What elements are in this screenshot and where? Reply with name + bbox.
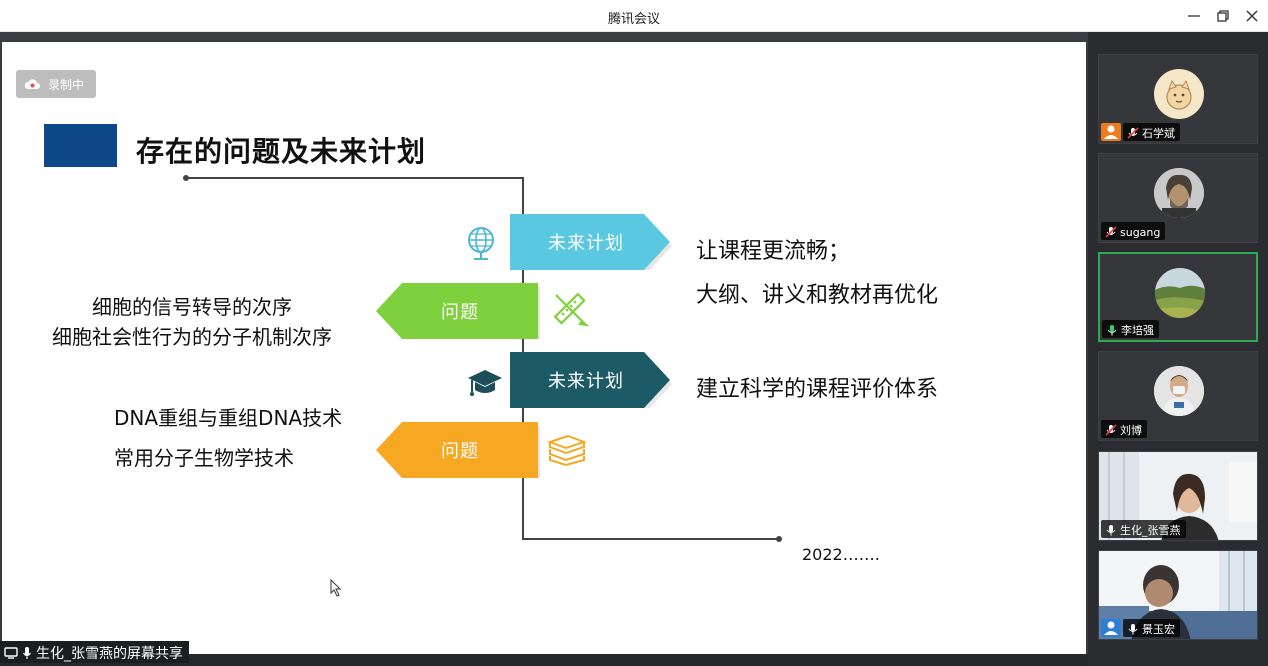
restore-icon[interactable]	[1213, 6, 1233, 26]
presentation-slide: 录制中 存在的问题及未来计划 未来计划 让课程更流畅； 大纲、讲义和教材再优化	[2, 42, 1086, 654]
microphone-icon	[23, 647, 31, 659]
step-1-plan-arrow: 未来计划	[510, 214, 674, 270]
microphone-icon	[1128, 624, 1138, 635]
step-4-description: DNA重组与重组DNA技术 常用分子生物学技术	[114, 406, 343, 470]
screen-share-text: 生化_张雪燕的屏幕共享	[36, 646, 183, 662]
step-3-label: 未来计划	[548, 371, 624, 392]
ruler-pencil-icon	[553, 292, 590, 327]
landscape-avatar	[1155, 268, 1205, 318]
participant-tile[interactable]: 生化_张雪燕	[1098, 451, 1258, 541]
minimize-icon[interactable]	[1184, 6, 1204, 26]
window-titlebar: 腾讯会议	[0, 0, 1268, 32]
title-accent-block	[44, 124, 117, 167]
step-1-description: 让课程更流畅； 大纲、讲义和教材再优化	[696, 239, 939, 308]
participant-name-tag: 景玉宏	[1123, 619, 1180, 637]
step-2-label: 问题	[441, 302, 479, 323]
participant-tile[interactable]: sugang	[1098, 153, 1258, 243]
photo-avatar	[1154, 366, 1204, 416]
mic-muted-icon	[1105, 424, 1117, 436]
cartoon-avatar	[1154, 69, 1204, 119]
step-4-label: 问题	[441, 441, 479, 462]
participant-tile[interactable]: 刘博	[1098, 351, 1258, 441]
user-icon	[1104, 621, 1118, 635]
host-badge	[1101, 123, 1121, 141]
step-1-label: 未来计划	[548, 233, 624, 254]
mic-muted-icon	[1105, 226, 1117, 238]
screen-share-icon	[4, 647, 18, 659]
screen-share-label: 生化_张雪燕的屏幕共享	[0, 641, 189, 663]
participant-sidebar: 石学斌 sugang 李培强 刘博	[1088, 32, 1268, 666]
step-3-description: 建立科学的课程评价体系	[696, 377, 939, 402]
participant-name-tag: 石学斌	[1123, 123, 1180, 141]
mic-muted-icon	[1127, 127, 1139, 139]
recording-badge[interactable]: 录制中	[16, 70, 96, 98]
cloud-record-icon	[24, 79, 40, 89]
step-2-description: 细胞的信号转导的次序 细胞社会性行为的分子机制次序	[52, 295, 332, 349]
participant-name-tag: 李培强	[1102, 320, 1159, 338]
window-title: 腾讯会议	[607, 12, 660, 27]
recording-label: 录制中	[48, 78, 85, 92]
participant-tile[interactable]: 李培强	[1098, 252, 1258, 342]
mouse-cursor-icon	[330, 579, 342, 597]
timeline-year: 2022…….	[802, 545, 880, 564]
user-icon	[1104, 125, 1118, 139]
photo-avatar	[1154, 168, 1204, 218]
slide-title: 存在的问题及未来计划	[136, 135, 427, 168]
graduation-cap-icon	[468, 370, 502, 396]
shared-screen-area: 录制中 存在的问题及未来计划 未来计划 让课程更流畅； 大纲、讲义和教材再优化	[0, 32, 1088, 654]
close-icon[interactable]	[1242, 6, 1262, 26]
bottom-bar	[0, 654, 1268, 666]
mic-active-icon	[1107, 325, 1117, 336]
step-4-problem-arrow: 问题	[376, 422, 540, 478]
microphone-icon	[1106, 525, 1116, 536]
books-icon	[547, 434, 587, 466]
participant-name-tag: sugang	[1101, 222, 1166, 240]
step-2-problem-arrow: 问题	[376, 283, 540, 339]
participant-tile[interactable]: 景玉宏	[1098, 550, 1258, 640]
participant-name-tag: 刘博	[1101, 420, 1147, 438]
step-3-plan-arrow: 未来计划	[510, 352, 674, 408]
participant-name-tag: 生化_张雪燕	[1101, 520, 1186, 538]
host-badge	[1101, 619, 1121, 637]
globe-icon	[468, 227, 494, 260]
participant-tile[interactable]: 石学斌	[1098, 54, 1258, 144]
